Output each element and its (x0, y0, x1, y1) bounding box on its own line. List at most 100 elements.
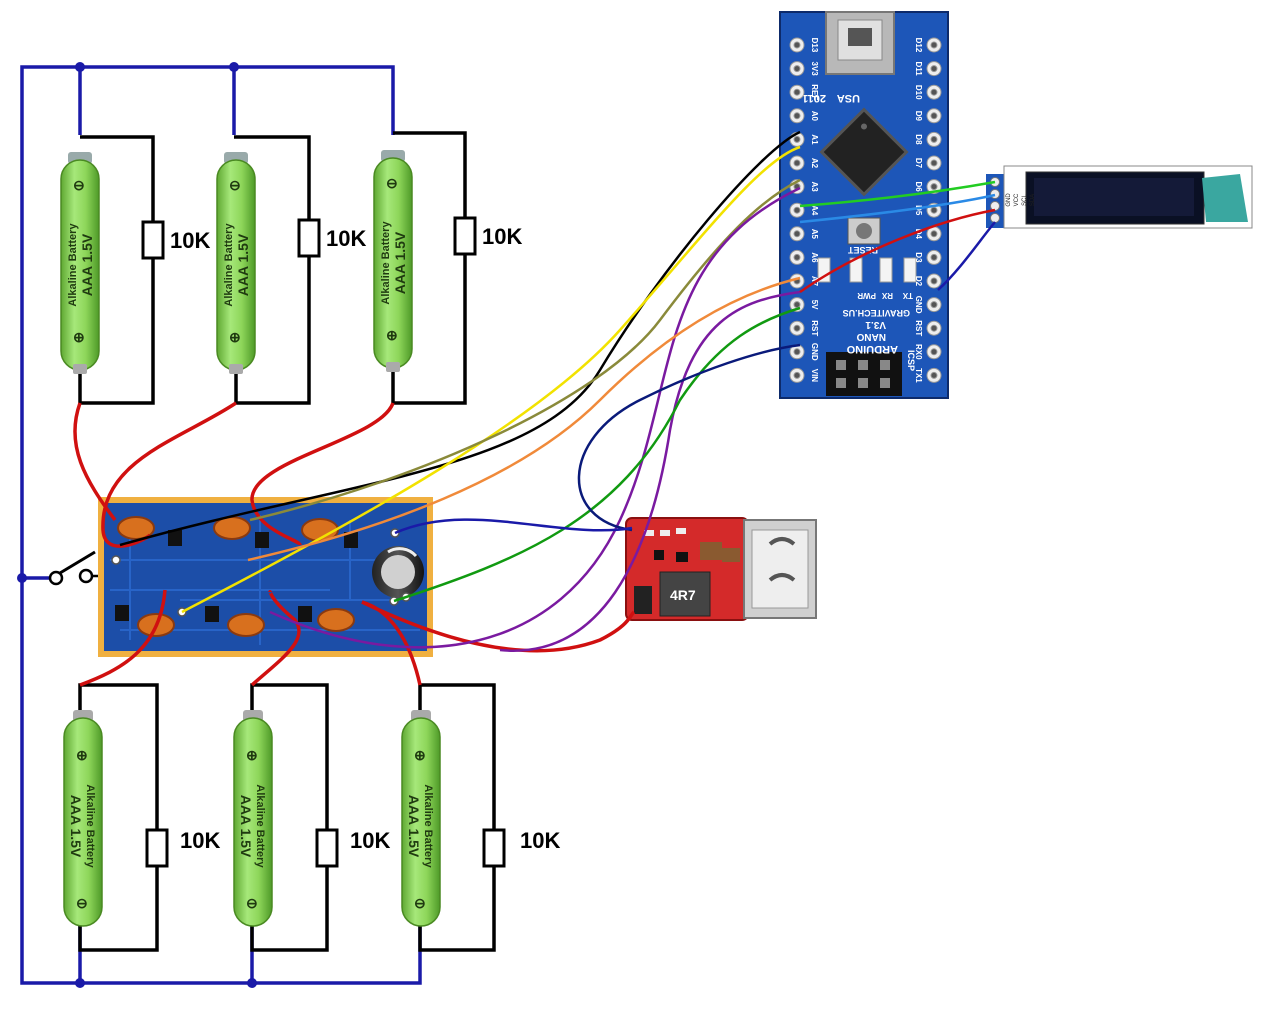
resistor-bottom-3: 10K (482, 828, 560, 868)
arduino-pin-label: D11 (914, 61, 923, 76)
arduino-pin-label: RST (810, 320, 819, 336)
arduino-version-label: V3.1 (865, 319, 886, 330)
arduino-rx-label: RX (881, 291, 893, 300)
arduino-pin-label: D4 (914, 229, 923, 240)
arduino-tx-label: TX (902, 291, 913, 300)
oled-pin-label: SCL (1022, 194, 1028, 206)
arduino-pin-label: RST (914, 320, 923, 336)
arduino-pwr-label: PWR (857, 291, 876, 300)
arduino-pin-label: 3V3 (810, 61, 819, 76)
resistor-top-2: 10K (297, 218, 366, 258)
oled-pin-label: SDA (1030, 194, 1036, 206)
red-wiring (73, 401, 636, 687)
battery-model: AAA 1.5V (406, 795, 422, 858)
resistor-label: 10K (326, 226, 366, 251)
arduino-pin-label: A1 (810, 134, 819, 145)
arduino-pin-label: A4 (810, 205, 819, 216)
oled-pin (990, 201, 1000, 211)
battery-model: AAA 1.5V (235, 233, 251, 296)
arduino-maker-label: GRAVITECH.US (843, 308, 910, 318)
arduino-pin-label: A5 (810, 229, 819, 240)
battery-brand: Alkaline Battery (380, 221, 392, 305)
power-switch[interactable] (48, 550, 104, 586)
battery-minus-symbol: ⊖ (414, 895, 426, 911)
usb-boost-converter: 4R7 (625, 517, 817, 621)
oled-pin-label: GND (1006, 193, 1012, 207)
resistor-bottom-2: 10K (315, 828, 390, 868)
battery-minus-symbol: ⊖ (76, 895, 88, 911)
battery-brand: Alkaline Battery (84, 784, 96, 868)
battery-top-1: ⊖ ⊕ Alkaline Battery AAA 1.5V (60, 152, 100, 374)
battery-plus-symbol: ⊕ (229, 329, 241, 345)
icsp-header (826, 352, 902, 396)
battery-minus-symbol: ⊖ (246, 895, 258, 911)
arduino-pin-label: 5V (810, 300, 819, 310)
arduino-pin-label: D9 (914, 111, 923, 122)
battery-model: AAA 1.5V (68, 795, 84, 858)
battery-minus-symbol: ⊖ (386, 175, 398, 191)
battery-bottom-1: ⊕ ⊖ Alkaline Battery AAA 1.5V (63, 710, 103, 927)
arduino-pin-label: GND (914, 296, 923, 314)
resistor-label: 10K (520, 828, 560, 853)
oled-pin (990, 189, 1000, 199)
arduino-pin-label: D12 (914, 38, 923, 53)
inductor-label: 4R7 (670, 587, 696, 603)
battery-brand: Alkaline Battery (223, 223, 235, 307)
signal-wiring (119, 130, 996, 652)
resistor-loops-top (78, 131, 467, 405)
arduino-pin-label: D3 (914, 252, 923, 263)
resistor-label: 10K (350, 828, 390, 853)
battery-brand: Alkaline Battery (422, 784, 434, 868)
battery-plus-symbol: ⊕ (76, 747, 88, 763)
battery-bottom-2: ⊕ ⊖ Alkaline Battery AAA 1.5V (233, 710, 273, 927)
arduino-icsp-label: ICSP (906, 350, 916, 371)
arduino-usa-label: USA (837, 92, 860, 104)
arduino-pin-label: D10 (914, 85, 923, 100)
battery-plus-symbol: ⊕ (386, 327, 398, 343)
battery-model: AAA 1.5V (392, 231, 408, 294)
battery-plus-symbol: ⊕ (414, 747, 426, 763)
battery-plus-symbol: ⊕ (73, 329, 85, 345)
arduino-year-label: 2011 (802, 92, 826, 104)
arduino-pin-label: A0 (810, 111, 819, 122)
resistor-top-1: 10K (141, 220, 210, 260)
arduino-pin-label: D7 (914, 158, 923, 169)
arduino-pin-label: A3 (810, 181, 819, 192)
battery-brand: Alkaline Battery (254, 784, 266, 868)
bus-junctions (17, 62, 257, 988)
battery-top-3: ⊖ ⊕ Alkaline Battery AAA 1.5V (373, 150, 413, 372)
resistor-label: 10K (170, 228, 210, 253)
arduino-pin-label: REF (810, 84, 819, 100)
arduino-pin-label: A6 (810, 252, 819, 263)
battery-model: AAA 1.5V (79, 233, 95, 296)
battery-bottom-3: ⊕ ⊖ Alkaline Battery AAA 1.5V (401, 710, 441, 927)
arduino-pin-label: D8 (914, 134, 923, 145)
resistor-label: 10K (180, 828, 220, 853)
battery-brand: Alkaline Battery (67, 223, 79, 307)
electrolytic-capacitor (372, 546, 424, 598)
arduino-pin-label: GND (810, 343, 819, 361)
arduino-pin-label: D2 (914, 276, 923, 287)
arduino-pin-label: VIN (810, 369, 819, 383)
reset-button[interactable] (847, 217, 881, 245)
resistor-bottom-1: 10K (145, 828, 220, 868)
resistor-label: 10K (482, 224, 522, 249)
resistor-loops-bottom (78, 683, 496, 952)
battery-top-2: ⊖ ⊕ Alkaline Battery AAA 1.5V (216, 152, 256, 374)
battery-plus-symbol: ⊕ (246, 747, 258, 763)
arduino-left-pins (789, 37, 805, 383)
arduino-pin-label: TX1 (914, 368, 923, 383)
arduino-pin-label: RX0 (914, 344, 923, 360)
arduino-pin-label: D6 (914, 181, 923, 192)
battery-minus-symbol: ⊖ (229, 177, 241, 193)
arduino-pin-label: D13 (810, 38, 819, 53)
oled-pin-label: VCC (1014, 193, 1020, 206)
arduino-pin-label: D5 (914, 205, 923, 216)
arduino-right-pins (926, 37, 942, 383)
resistor-top-3: 10K (453, 216, 522, 256)
oled-pin (990, 213, 1000, 223)
battery-minus-symbol: ⊖ (73, 177, 85, 193)
arduino-reset-label: RESET (847, 245, 878, 255)
